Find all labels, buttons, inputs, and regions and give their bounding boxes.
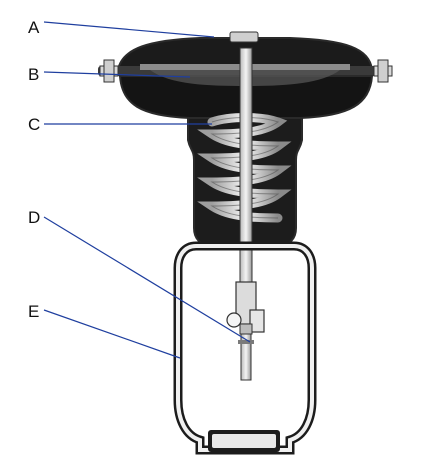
label-c: C	[28, 115, 41, 134]
yoke-frame	[173, 241, 317, 455]
label-d: D	[28, 208, 41, 227]
label-b: B	[28, 65, 40, 84]
leader-lines	[43, 21, 251, 359]
leader-line-d	[43, 216, 251, 343]
label-a: A	[28, 18, 40, 37]
label-e: E	[28, 302, 40, 321]
leader-line-b	[43, 71, 191, 78]
leader-line-e	[43, 309, 181, 359]
leader-line-a	[43, 21, 215, 38]
flange-bolt-left	[99, 59, 119, 83]
stem-connector	[226, 281, 265, 381]
actuator-stem	[239, 47, 253, 299]
flange-bolt-right	[373, 59, 393, 83]
